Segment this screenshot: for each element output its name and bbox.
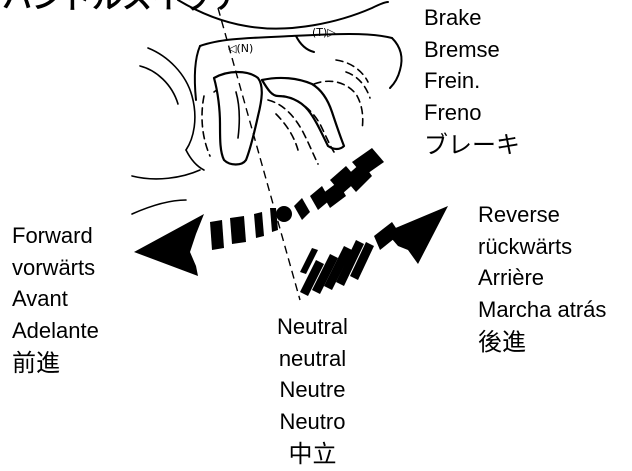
neutral-label-es: Neutro	[279, 408, 346, 434]
handle-mark-n: ◁(N)	[228, 42, 253, 55]
reverse-label-en: Reverse	[478, 202, 560, 227]
forward-label-group: Forward vorwärts Avant Adelante 前進	[12, 220, 99, 380]
neutral-label-fr: Neutre	[279, 377, 346, 402]
page-heading: ハンドルスイッチ	[2, 0, 242, 14]
neutral-label-group: Neutral neutral Neutre Neutro 中立	[277, 311, 348, 471]
transmitter-body	[177, 0, 403, 101]
pivot-point	[276, 206, 292, 222]
forward-label-es: Adelante	[12, 317, 99, 343]
trigger-ghost-positions	[201, 59, 371, 165]
forward-label-fr: Avant	[12, 286, 68, 311]
forward-label-ja: 前進	[12, 349, 60, 377]
forward-label-en: Forward	[12, 223, 93, 248]
neutral-label-de: neutral	[278, 345, 347, 371]
brake-label-es: Freno	[424, 99, 482, 125]
reverse-label-de: rückwärts	[478, 233, 573, 259]
forward-arrow	[134, 208, 278, 276]
reverse-label-ja: 後進	[478, 328, 526, 356]
neutral-label-en: Neutral	[277, 314, 348, 339]
reverse-label-group: Reverse rückwärts Arrière Marcha atrás 後…	[478, 199, 606, 359]
forward-label-de: vorwärts	[12, 254, 96, 280]
trigger-axis-line	[217, 7, 301, 301]
neutral-label-ja: 中立	[288, 440, 337, 468]
brake-label-de: Bremse	[424, 36, 500, 62]
neutral-dashes	[300, 240, 374, 296]
brake-label-ja: ブレーキ	[424, 131, 520, 159]
reverse-label-fr: Arrière	[478, 265, 545, 290]
handle-mark-t: (T)▷	[312, 26, 336, 39]
brake-label-en: Brake	[424, 5, 482, 30]
brake-label-fr: Frein.	[424, 68, 481, 93]
reverse-label-es: Marcha atrás	[478, 296, 607, 322]
brake-direction-dashes	[322, 162, 372, 208]
brake-label-group: Brake Bremse Frein. Freno ブレーキ	[424, 2, 520, 162]
